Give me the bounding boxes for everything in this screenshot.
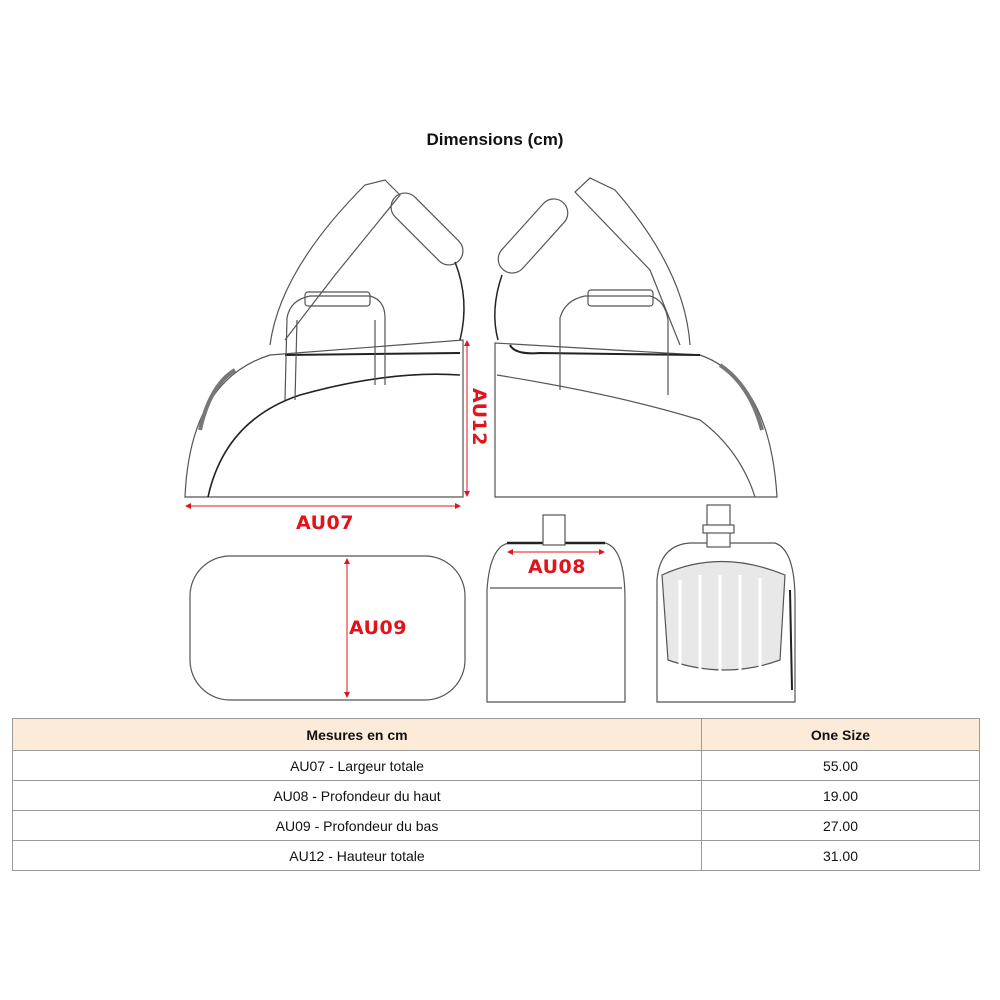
value-cell: 19.00: [701, 780, 980, 811]
table-row: AU08 - Profondeur du haut 19.00: [12, 780, 980, 811]
value-cell: 31.00: [701, 840, 980, 871]
au09-label: AU09: [349, 617, 407, 639]
table-row: AU09 - Profondeur du bas 27.00: [12, 810, 980, 841]
table-row: AU07 - Largeur totale 55.00: [12, 750, 980, 781]
au12-label: AU12: [468, 388, 490, 446]
bag-front-view: [486, 514, 626, 703]
bag-technical-drawing: [184, 177, 796, 703]
table-row: AU12 - Hauteur totale 31.00: [12, 840, 980, 871]
measurement-arrows: [185, 340, 605, 698]
bag-back-view: [656, 504, 796, 703]
bag-side-view-right: [494, 177, 778, 498]
measure-cell: AU12 - Hauteur totale: [12, 840, 702, 871]
measure-cell: AU07 - Largeur totale: [12, 750, 702, 781]
page-title: Dimensions (cm): [426, 130, 564, 149]
value-cell: 27.00: [701, 810, 980, 841]
bag-side-view-left: [184, 179, 465, 498]
measure-cell: AU08 - Profondeur du haut: [12, 780, 702, 811]
table-header-row: Mesures en cm One Size: [12, 718, 980, 751]
measure-cell: AU09 - Profondeur du bas: [12, 810, 702, 841]
au07-label: AU07: [296, 512, 354, 534]
au08-label: AU08: [528, 556, 586, 578]
value-cell: 55.00: [701, 750, 980, 781]
column-header-size: One Size: [701, 718, 980, 751]
bag-bottom-view: [189, 555, 466, 701]
measurements-table: Mesures en cm One Size AU07 - Largeur to…: [12, 718, 980, 871]
column-header-measure: Mesures en cm: [12, 718, 702, 751]
